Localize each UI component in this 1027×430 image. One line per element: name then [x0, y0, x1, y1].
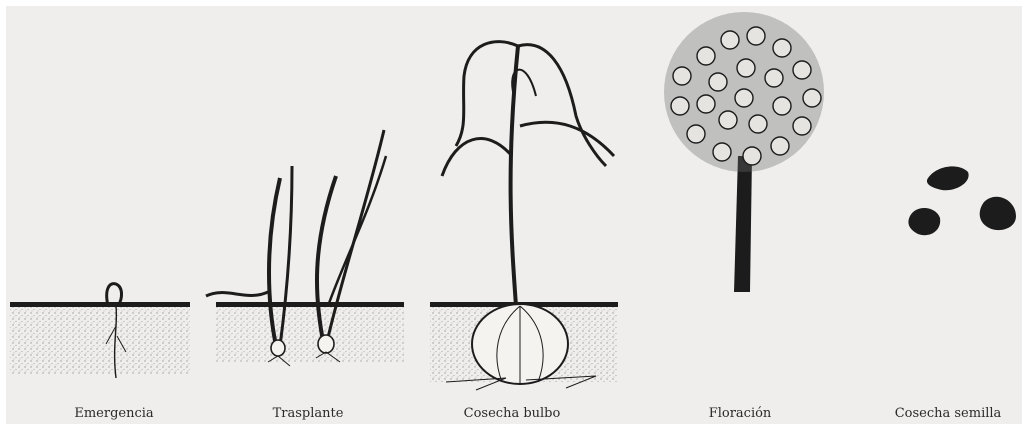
illustration-sheet: Emergencia Trasplante Cosecha bulbo Flor…: [6, 6, 1022, 424]
onion-seeds-icon: [908, 166, 1016, 235]
young-onion-plants-icon: [206, 130, 404, 366]
caption-emergencia: Emergencia: [74, 406, 153, 421]
caption-floracion: Floración: [709, 406, 772, 421]
caption-cosecha-bulbo: Cosecha bulbo: [464, 406, 561, 421]
growth-stages-drawing: [6, 6, 1022, 424]
onion-bulb-plant-icon: [430, 42, 618, 390]
caption-trasplante: Trasplante: [273, 406, 344, 421]
caption-cosecha-semilla: Cosecha semilla: [895, 406, 1002, 421]
onion-flower-head-icon: [664, 12, 824, 292]
sprouting-seed-icon: [10, 284, 190, 378]
